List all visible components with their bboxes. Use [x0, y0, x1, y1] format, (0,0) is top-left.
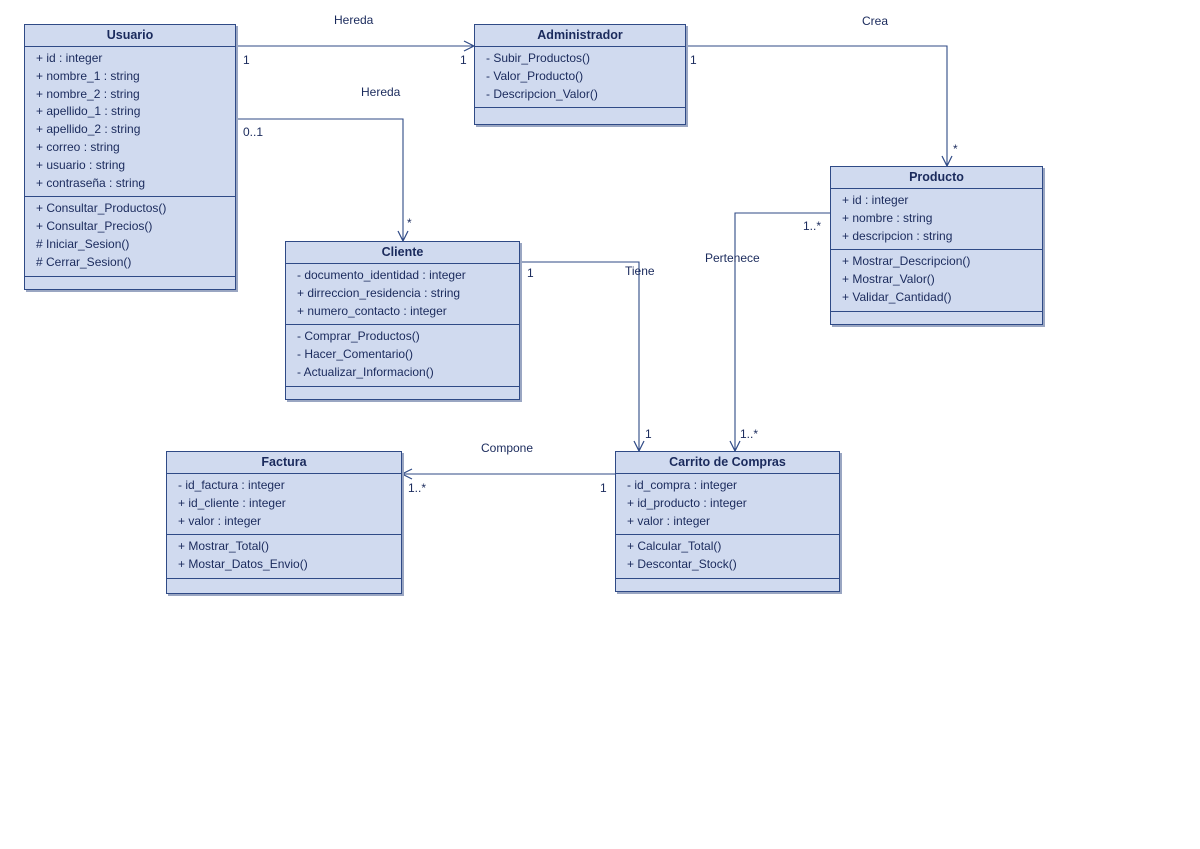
attribute: + id : integer	[842, 193, 909, 207]
operation: + Validar_Cantidad()	[842, 289, 952, 304]
class-footer	[831, 312, 1042, 321]
line-administrador-producto[interactable]	[686, 45, 947, 166]
attribute: + nombre_2 : string	[36, 86, 140, 101]
attributes-compartment: - id_compra : integer + id_producto : in…	[616, 474, 839, 536]
class-footer	[167, 579, 401, 588]
attribute: - documento_identidad : integer	[297, 268, 466, 282]
relation-label-hereda-administrador: Hereda	[334, 13, 374, 27]
multiplicity-cliente-carrito-target: 1	[645, 427, 652, 441]
multiplicity-carrito-factura-source: 1	[600, 481, 607, 495]
class-administrador[interactable]: Administrador - Subir_Productos() - Valo…	[474, 24, 686, 125]
line-cliente-carrito[interactable]	[520, 261, 639, 451]
class-factura[interactable]: Factura - id_factura : integer + id_clie…	[166, 451, 402, 594]
operation: + Consultar_Precios()	[36, 219, 153, 234]
operation: - Actualizar_Informacion()	[297, 364, 434, 379]
attribute: + apellido_1 : string	[36, 104, 141, 119]
class-name: Administrador	[475, 25, 685, 47]
class-footer	[616, 579, 839, 588]
operation: + Mostrar_Total()	[178, 539, 270, 554]
attribute: + descripcion : string	[842, 228, 953, 243]
class-name: Carrito de Compras	[616, 452, 839, 474]
multiplicity-carrito-factura-target: 1..*	[408, 481, 427, 495]
operation: - Valor_Producto()	[486, 68, 584, 83]
operation: + Mostar_Datos_Envio()	[178, 557, 308, 572]
attribute: + id_producto : integer	[627, 495, 747, 510]
operations-compartment: + Mostrar_Total() + Mostar_Datos_Envio()	[167, 535, 401, 579]
multiplicity-usuario-cliente-target: *	[407, 216, 412, 230]
attribute: + contraseña : string	[36, 175, 146, 190]
operations-compartment: + Mostrar_Descripcion() + Mostrar_Valor(…	[831, 250, 1042, 312]
attribute: + valor : integer	[178, 513, 262, 528]
operation: + Descontar_Stock()	[627, 557, 737, 572]
operation: + Consultar_Productos()	[36, 201, 167, 216]
class-name: Producto	[831, 167, 1042, 189]
operation: - Descripcion_Valor()	[486, 86, 598, 101]
attribute: + nombre_1 : string	[36, 68, 140, 83]
multiplicity-cliente-carrito-source: 1	[527, 266, 534, 280]
class-footer	[475, 108, 685, 117]
attribute: - id_factura : integer	[178, 478, 285, 492]
multiplicity-usuario-admin-source: 1	[243, 53, 250, 67]
operations-compartment: - Comprar_Productos() - Hacer_Comentario…	[286, 325, 519, 387]
attribute: + numero_contacto : integer	[297, 303, 447, 318]
multiplicity-usuario-admin-target: 1	[460, 53, 467, 67]
class-carrito-de-compras[interactable]: Carrito de Compras - id_compra : integer…	[615, 451, 840, 592]
operation: - Hacer_Comentario()	[297, 347, 414, 362]
attribute: + usuario : string	[36, 157, 126, 172]
multiplicity-admin-producto-source: 1	[690, 53, 697, 67]
attributes-compartment: + id : integer + nombre : string + descr…	[831, 189, 1042, 251]
relation-label-crea: Crea	[862, 14, 889, 28]
line-producto-carrito[interactable]	[735, 212, 830, 451]
operation: # Iniciar_Sesion()	[36, 236, 130, 251]
class-name: Factura	[167, 452, 401, 474]
class-usuario[interactable]: Usuario + id : integer + nombre_1 : stri…	[24, 24, 236, 290]
multiplicity-usuario-cliente-source: 0..1	[243, 125, 264, 139]
attributes-compartment: - documento_identidad : integer + dirrec…	[286, 264, 519, 326]
operation: + Calcular_Total()	[627, 539, 722, 554]
class-footer	[25, 277, 235, 286]
operations-compartment: - Subir_Productos() - Valor_Producto() -…	[475, 47, 685, 109]
attribute: + id : integer	[36, 51, 103, 65]
attributes-compartment: + id : integer + nombre_1 : string + nom…	[25, 47, 235, 198]
relation-label-tiene: Tiene	[625, 264, 655, 278]
attribute: - id_compra : integer	[627, 478, 738, 492]
operations-compartment: + Calcular_Total() + Descontar_Stock()	[616, 535, 839, 579]
class-name: Usuario	[25, 25, 235, 47]
multiplicity-admin-producto-target: *	[953, 142, 958, 156]
operation: - Subir_Productos()	[486, 51, 591, 65]
relation-label-compone: Compone	[481, 441, 534, 455]
operation: - Comprar_Productos()	[297, 329, 420, 344]
attribute: + valor : integer	[627, 513, 711, 528]
operations-compartment: + Consultar_Productos() + Consultar_Prec…	[25, 197, 235, 277]
operation: + Mostrar_Descripcion()	[842, 254, 971, 269]
multiplicity-producto-carrito-source: 1..*	[803, 219, 822, 233]
multiplicity-producto-carrito-target: 1..*	[740, 427, 759, 441]
class-name: Cliente	[286, 242, 519, 264]
attribute: + apellido_2 : string	[36, 122, 141, 137]
attribute: + id_cliente : integer	[178, 495, 286, 510]
class-cliente[interactable]: Cliente - documento_identidad : integer …	[285, 241, 520, 400]
attribute: + correo : string	[36, 139, 120, 154]
class-producto[interactable]: Producto + id : integer + nombre : strin…	[830, 166, 1043, 325]
attribute: + dirreccion_residencia : string	[297, 285, 461, 300]
attributes-compartment: - id_factura : integer + id_cliente : in…	[167, 474, 401, 536]
relation-label-pertenece: Pertenece	[705, 251, 760, 265]
operation: # Cerrar_Sesion()	[36, 254, 132, 269]
class-footer	[286, 387, 519, 396]
operation: + Mostrar_Valor()	[842, 272, 935, 287]
relation-label-hereda-cliente: Hereda	[361, 85, 401, 99]
line-usuario-cliente[interactable]	[236, 118, 403, 241]
attribute: + nombre : string	[842, 210, 933, 225]
